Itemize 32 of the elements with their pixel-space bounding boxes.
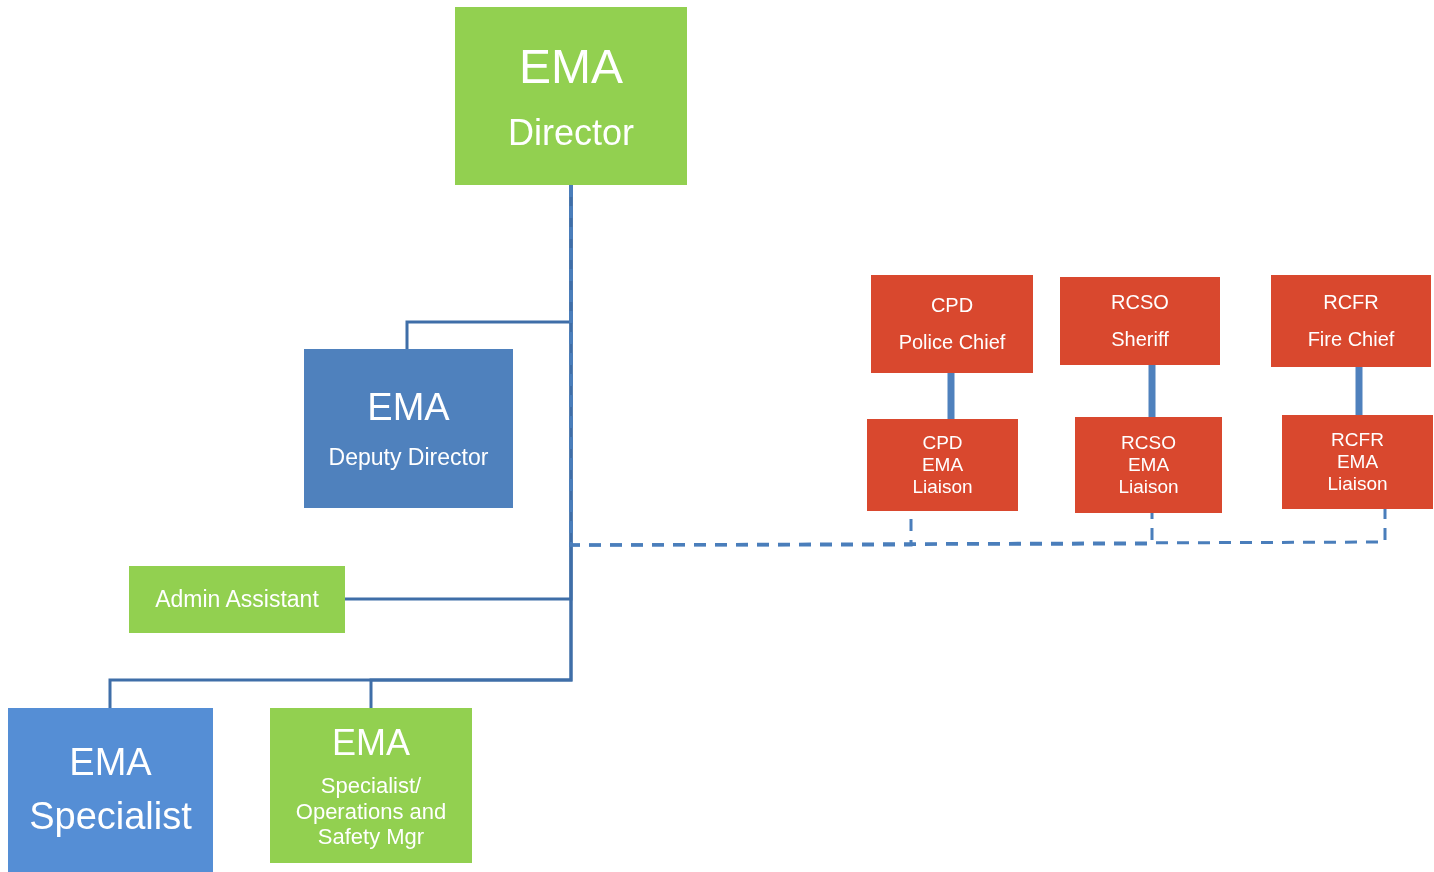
role-heading: EMA [367,386,450,431]
connector-line [1148,365,1156,417]
role-box [8,708,213,872]
role-box [304,349,513,508]
role-heading: EMA [519,38,623,94]
role-box [871,275,1033,373]
role-title: Deputy Director [328,444,489,471]
role-heading: RCFR [1323,291,1379,314]
role-box [129,566,345,633]
role-title: Specialist/ Operations and Safety Mgr [294,773,448,850]
role-heading: RCSO [1111,291,1169,314]
role-title: Admin Assistant [155,586,319,613]
role-heading: EMA [69,741,152,785]
role-title: RCFR EMA Liaison [1326,429,1389,495]
connector-line [947,373,955,419]
role-title: Fire Chief [1307,328,1395,351]
role-title: Director [508,111,634,154]
role-title: Specialist [29,795,192,839]
role-title: CPD EMA Liaison [911,432,974,498]
role-title: RCSO EMA Liaison [1117,432,1180,498]
role-box [867,419,1018,511]
role-box [1060,277,1220,365]
role-box [1075,417,1222,513]
role-heading: CPD [930,294,974,317]
role-box [270,708,472,863]
connector-line [1355,367,1363,415]
role-box [1282,415,1433,509]
role-title: Sheriff [1111,328,1169,351]
role-title: Police Chief [898,331,1006,354]
role-heading: EMA [332,721,410,764]
role-box [455,7,687,185]
role-box [1271,275,1431,367]
